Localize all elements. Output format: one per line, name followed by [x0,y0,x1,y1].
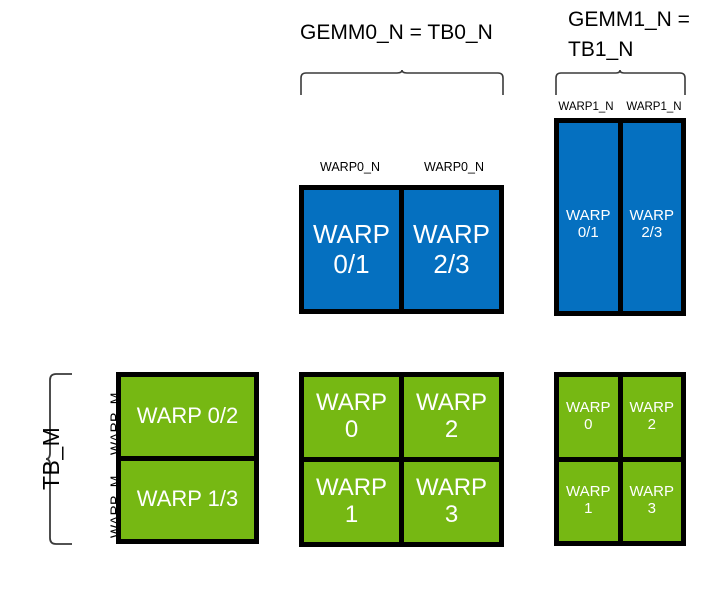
green-right-divider-v-top [617,377,623,457]
gemm1-title: GEMM1_N = TB1_N [568,8,690,61]
blue-right-col-label-1: WARP1_N [626,101,682,113]
gemm0-brace-icon [299,70,505,96]
blue-center-cell-0[interactable]: WARP 0/1 [304,190,399,309]
green-right-divider-h [559,456,681,462]
blue-right-cell-0[interactable]: WARP 0/1 [559,123,618,311]
green-right-row-bottom: WARP 1 WARP 3 [559,461,681,541]
green-center-divider-v-top [399,377,404,457]
blue-right-cell-1[interactable]: WARP 2/3 [622,123,681,311]
green-center-row-top: WARP 0 WARP 2 [304,377,499,457]
green-center-cell-1-1[interactable]: WARP 3 [404,462,499,542]
gemm0-title: GEMM0_N = TB0_N [300,21,493,44]
blue-center-block: WARP 0/1 WARP 2/3 [299,185,504,314]
green-center-divider-h [304,457,499,462]
blue-center-col-label-1: WARP0_N [424,160,484,174]
green-center-row-bottom: WARP 1 WARP 3 [304,462,499,542]
blue-center-divider [399,190,404,309]
blue-right-col-label-0: WARP1_N [558,101,614,113]
green-right-cell-0-0[interactable]: WARP 0 [559,377,618,457]
green-center-cell-0-1[interactable]: WARP 2 [404,377,499,457]
green-left-divider [121,455,254,461]
green-right-block: WARP 0 WARP 2 WARP 1 WARP 3 [554,372,686,546]
green-left-block: WARP 0/2 WARP 1/3 [116,372,259,544]
blue-right-divider [617,123,623,311]
green-left-row-1[interactable]: WARP 1/3 [121,460,254,539]
green-left-row-0[interactable]: WARP 0/2 [121,377,254,456]
green-center-divider-v-bottom [399,462,404,542]
green-center-cell-0-0[interactable]: WARP 0 [304,377,399,457]
blue-center-cell-1[interactable]: WARP 2/3 [404,190,499,309]
green-right-divider-v-bottom [617,461,623,541]
green-right-cell-1-0[interactable]: WARP 1 [559,461,618,541]
green-right-cell-0-1[interactable]: WARP 2 [622,377,681,457]
green-center-block: WARP 0 WARP 2 WARP 1 WARP 3 [299,372,504,547]
tb-m-brace-icon [46,372,74,546]
green-center-cell-1-0[interactable]: WARP 1 [304,462,399,542]
gemm1-brace-icon [554,70,687,96]
green-right-row-top: WARP 0 WARP 2 [559,377,681,457]
blue-right-block: WARP 0/1 WARP 2/3 [554,118,686,316]
tb-m-label: TB_M [38,426,64,490]
green-right-cell-1-1[interactable]: WARP 3 [622,461,681,541]
blue-center-col-label-0: WARP0_N [320,160,380,174]
